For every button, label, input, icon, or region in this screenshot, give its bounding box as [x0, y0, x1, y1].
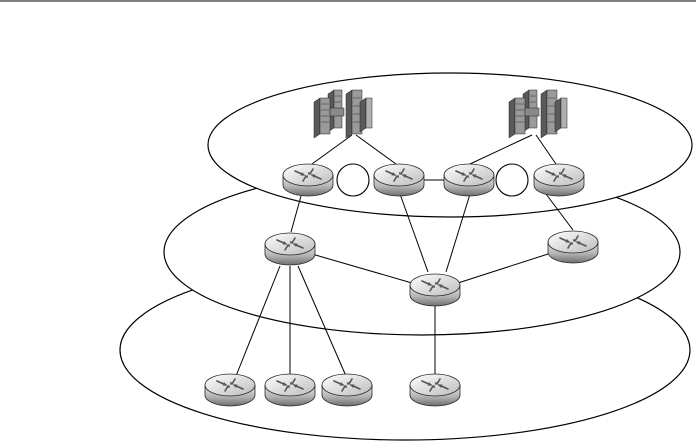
link — [355, 134, 397, 165]
router-icon[interactable] — [321, 373, 373, 407]
loop-connector-left — [336, 163, 370, 197]
router-icon[interactable] — [282, 163, 334, 197]
router-icon[interactable] — [264, 232, 316, 266]
router-icon[interactable] — [533, 163, 585, 197]
link — [399, 193, 429, 273]
link — [297, 265, 347, 377]
link — [311, 253, 413, 284]
link — [545, 193, 574, 231]
link — [535, 134, 557, 165]
link — [457, 253, 549, 284]
link — [469, 134, 533, 165]
network-links — [235, 134, 574, 377]
top-layer — [207, 72, 693, 218]
router-icon[interactable] — [443, 163, 495, 197]
router-icon[interactable] — [547, 230, 599, 264]
link — [290, 195, 302, 233]
link — [235, 265, 281, 377]
router-icon[interactable] — [204, 373, 256, 407]
router-icon[interactable] — [264, 373, 316, 407]
link — [445, 193, 471, 273]
router-icon[interactable] — [409, 373, 461, 407]
loop-connector-right — [495, 163, 529, 197]
router-icon[interactable] — [409, 273, 461, 307]
link — [311, 134, 353, 165]
router-icon[interactable] — [373, 163, 425, 197]
